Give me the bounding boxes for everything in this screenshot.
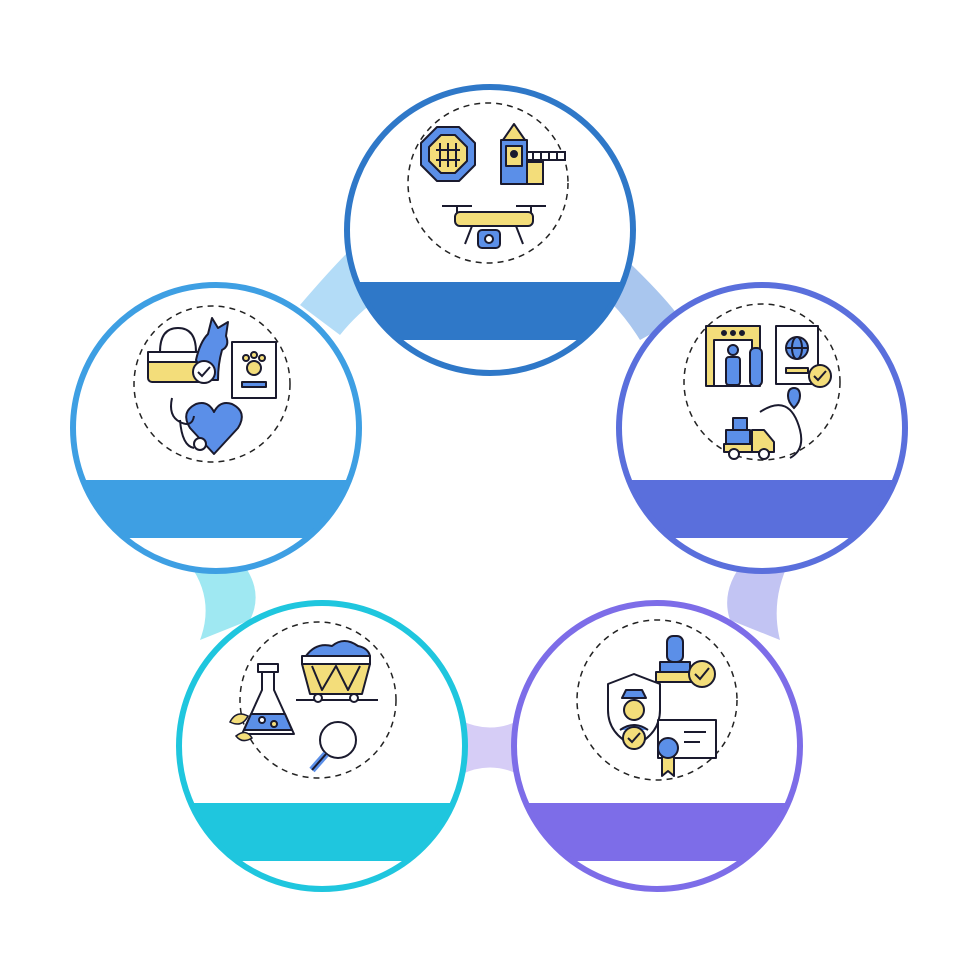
node-bottom-right-band [514,803,800,861]
node-bottom-right-ring [511,600,803,892]
checkmark-icon [688,660,716,688]
security-scanner-gate-icon [705,325,763,387]
leaf-icon [228,713,254,742]
checkmark-icon [808,364,832,388]
checkmark-icon [192,360,216,384]
node-left-band [73,480,359,538]
node-bottom-left-band [179,803,465,861]
dashed-ring [683,303,841,461]
delivery-truck-icon [723,417,775,460]
dashed-ring [576,619,738,781]
paw-document-icon [231,341,277,399]
node-bottom-left-ring [176,600,468,892]
node-top [344,84,636,376]
no-entry-fence-icon [420,126,476,182]
connector-right-bottomright [727,560,790,640]
border-checkpoint-tower-icon [500,123,528,185]
stamp-icon [655,635,695,683]
connector-bottomleft-left [190,560,256,640]
dashed-ring [133,305,291,463]
node-bottom-right [511,600,803,892]
railway-wagon-icon [296,640,378,703]
node-left [70,282,362,574]
node-left-ring [70,282,362,574]
node-right-band [619,480,905,538]
dashed-ring [239,621,397,779]
stethoscope-icon [170,397,207,451]
checkmark-icon [622,726,646,750]
node-bottom-left [176,600,468,892]
node-right [616,282,908,574]
node-top-band [347,282,633,340]
drone-icon [442,205,546,249]
global-route-icon [759,386,803,459]
dashed-ring [407,102,569,264]
chemical-flask-icon [241,663,295,735]
node-top-ring [344,84,636,376]
barrier-gate-icon [526,151,566,185]
certificate-icon [657,719,717,777]
heart-icon [185,402,243,455]
magnifier-icon [309,721,357,773]
pet-carrier-bag-icon [147,327,205,383]
customs-officer-shield-icon [607,673,661,747]
node-right-ring [616,282,908,574]
connector-bottomright-bottomleft [460,720,520,775]
